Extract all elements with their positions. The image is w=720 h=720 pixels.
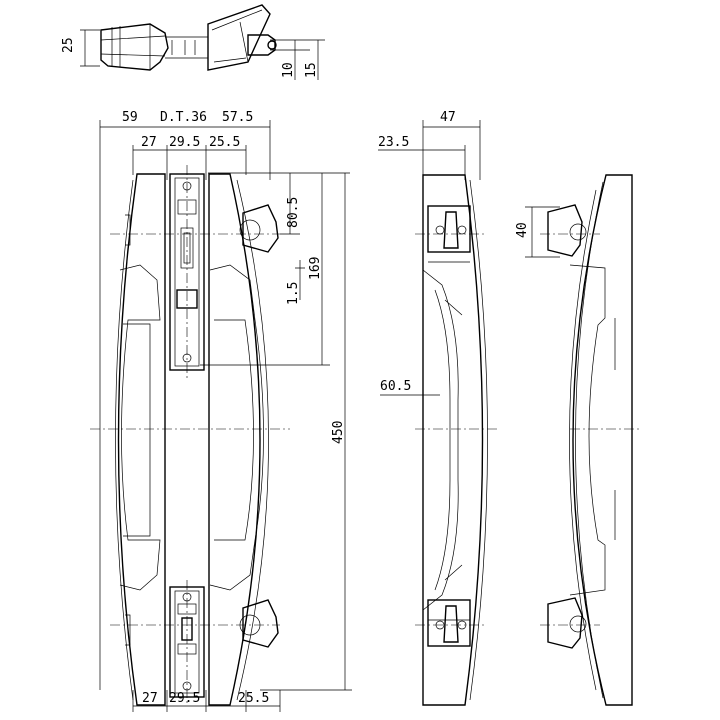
dim-59: 59 bbox=[122, 110, 138, 125]
dim-80-5: 80.5 bbox=[286, 197, 301, 228]
dim-25-top: 25 bbox=[61, 37, 76, 53]
profile-outer-curve bbox=[572, 174, 633, 706]
dim-15: 15 bbox=[304, 62, 319, 78]
profile-bottom-knob bbox=[547, 597, 583, 649]
dim-25-5-bottom: 25.5 bbox=[238, 691, 269, 706]
front-view: 59 D.T.36 57.5 27 29.5 25.5 bbox=[90, 110, 352, 712]
dim-25-5-top: 25.5 bbox=[209, 135, 240, 150]
top-view-right-block bbox=[207, 4, 271, 71]
side-bottom-mechanism bbox=[427, 599, 471, 647]
dim-1-5: 1.5 bbox=[286, 282, 301, 305]
dim-10: 10 bbox=[281, 62, 296, 78]
profile-view: 40 bbox=[515, 174, 640, 706]
dim-60-5: 60.5 bbox=[380, 379, 411, 394]
dim-169: 169 bbox=[308, 257, 323, 280]
dim-40: 40 bbox=[515, 222, 530, 238]
front-bottom-knob bbox=[242, 599, 279, 648]
dim-47: 47 bbox=[440, 110, 456, 125]
top-view-shaft bbox=[165, 36, 208, 59]
top-view: 25 10 15 bbox=[61, 4, 325, 80]
top-view-left-block bbox=[100, 23, 169, 71]
profile-top-knob bbox=[547, 204, 583, 257]
side-body bbox=[422, 174, 484, 706]
dim-29-5-top: 29.5 bbox=[169, 135, 200, 150]
side-view: 47 23.5 60.5 bbox=[378, 110, 500, 706]
front-top-knob bbox=[242, 204, 279, 253]
dim-57-5: 57.5 bbox=[222, 110, 253, 125]
side-top-mechanism bbox=[427, 205, 471, 253]
dim-dt36: D.T.36 bbox=[160, 110, 207, 125]
front-left-handle bbox=[117, 173, 166, 706]
dim-29-5-bottom: 29.5 bbox=[169, 691, 200, 706]
dim-27-top: 27 bbox=[141, 135, 157, 150]
dim-450: 450 bbox=[331, 421, 346, 444]
dim-27-bottom: 27 bbox=[142, 691, 158, 706]
dim-23-5: 23.5 bbox=[378, 135, 409, 150]
